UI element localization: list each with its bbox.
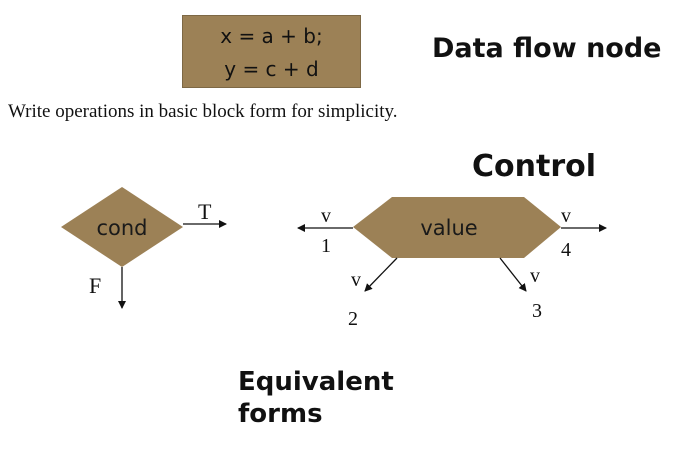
value-branch-3-letter: v bbox=[530, 265, 540, 287]
dataflow-statement-1: x = a + b; bbox=[220, 24, 323, 48]
cond-diamond bbox=[61, 187, 183, 267]
value-branch-3-number: 3 bbox=[532, 300, 542, 322]
value-branch-1-number: 1 bbox=[321, 235, 331, 257]
control-label: Control bbox=[472, 149, 597, 184]
equivalent-forms-label: Equivalent forms bbox=[238, 366, 394, 430]
value-branch-1-letter: v bbox=[321, 205, 331, 227]
value-branch-3-arrow bbox=[499, 257, 527, 292]
value-branch-4-number: 4 bbox=[561, 239, 571, 261]
false-branch-label: F bbox=[89, 273, 101, 298]
value-branch-4-letter: v bbox=[561, 205, 571, 227]
value-hexagon bbox=[353, 197, 561, 258]
cond-label: cond bbox=[96, 216, 147, 240]
equivalent-forms-line-2: forms bbox=[238, 399, 323, 429]
value-branch-2-arrow bbox=[364, 257, 398, 292]
dataflow-node-label: Data flow node bbox=[432, 33, 662, 64]
dataflow-node-box: x = a + b; y = c + d bbox=[182, 15, 361, 88]
value-branch-2-number: 2 bbox=[348, 308, 358, 330]
equivalent-forms-line-1: Equivalent bbox=[238, 367, 394, 397]
value-branch-2-letter: v bbox=[351, 269, 361, 291]
value-label: value bbox=[420, 216, 477, 240]
dataflow-statement-2: y = c + d bbox=[224, 57, 319, 81]
caption-text: Write operations in basic block form for… bbox=[8, 101, 398, 122]
true-branch-label: T bbox=[198, 199, 212, 224]
